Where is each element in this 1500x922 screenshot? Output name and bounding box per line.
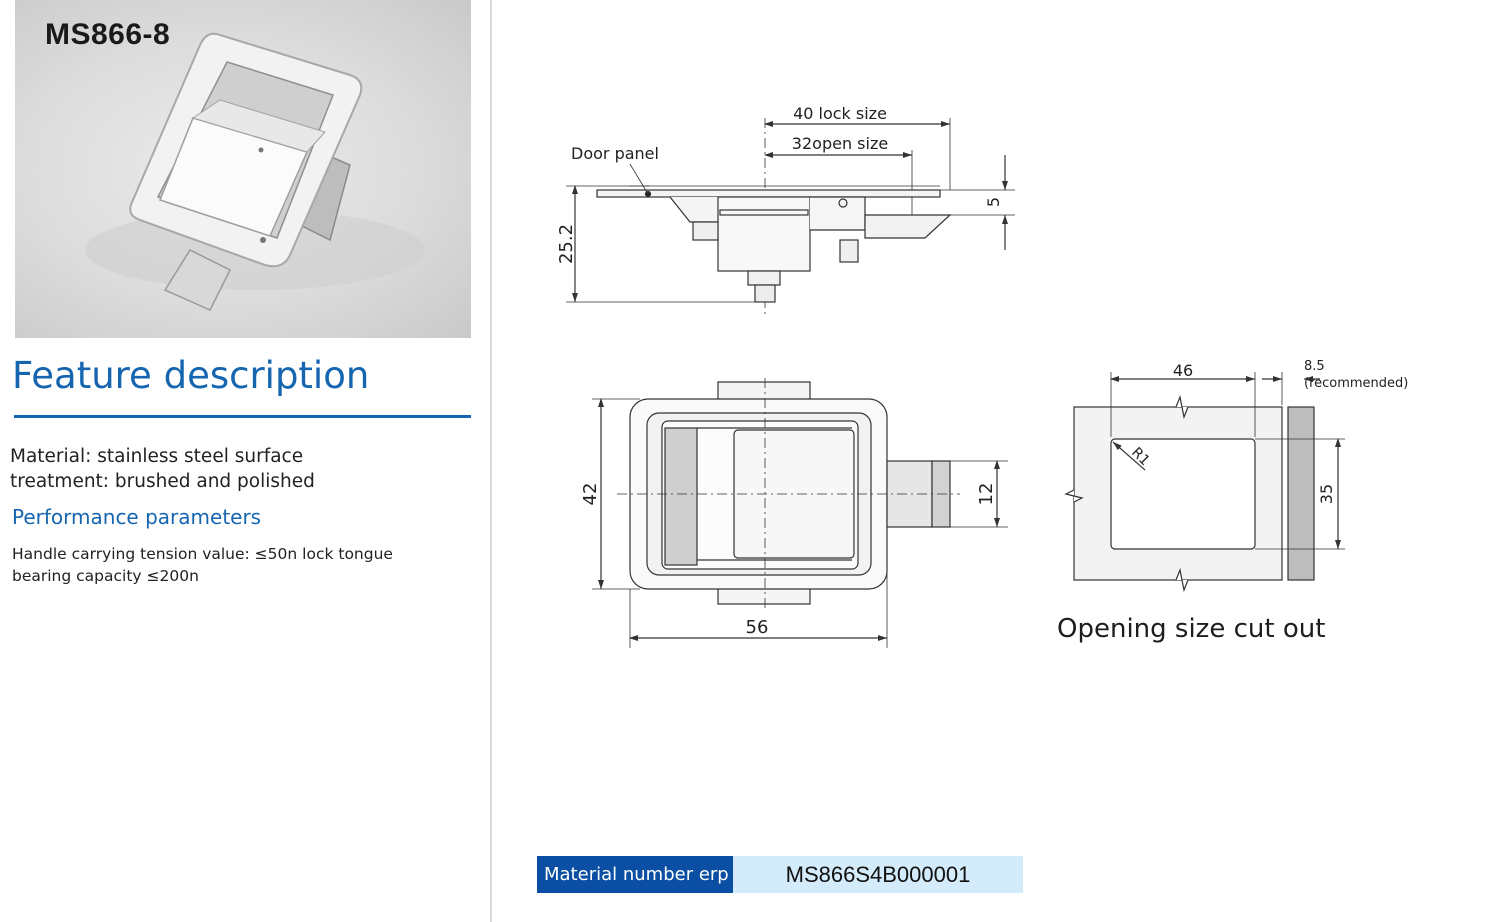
material-description: Material: stainless steel surface treatm… bbox=[10, 444, 470, 494]
tension-line: Handle carrying tension value: ≤50n lock… bbox=[12, 545, 393, 563]
offset-note: (recommended) bbox=[1304, 376, 1408, 391]
front-width-dimension: 56 bbox=[746, 617, 769, 638]
erp-material-number: Material number erp MS866S4B000001 bbox=[537, 856, 1023, 893]
left-panel: MS866-8 Feature description Material: st… bbox=[0, 0, 490, 922]
front-view bbox=[592, 378, 1008, 648]
material-line: Material: stainless steel surface bbox=[10, 446, 304, 467]
tongue-width-dimension: 12 bbox=[976, 483, 997, 506]
cutout-caption: Opening size cut out bbox=[1057, 614, 1326, 644]
side-view bbox=[566, 118, 1015, 318]
open-size-dimension: 32open size bbox=[792, 134, 888, 153]
panel-thickness-dimension: 5 bbox=[984, 197, 1003, 207]
front-height-dimension: 42 bbox=[580, 483, 601, 506]
cutout-height-dimension: 35 bbox=[1317, 484, 1336, 504]
latch-product-image bbox=[85, 32, 425, 311]
erp-value: MS866S4B000001 bbox=[733, 856, 1023, 893]
erp-label: Material number erp bbox=[537, 856, 733, 893]
performance-description: Handle carrying tension value: ≤50n lock… bbox=[12, 543, 432, 587]
feature-description-heading: Feature description bbox=[12, 354, 370, 397]
offset-dimension: 8.5 bbox=[1304, 359, 1325, 374]
side-height-dimension: 25.2 bbox=[556, 224, 577, 264]
product-photo: MS866-8 bbox=[15, 0, 471, 338]
lock-size-dimension: 40 lock size bbox=[793, 104, 887, 123]
performance-parameters-heading: Performance parameters bbox=[12, 505, 262, 529]
vertical-divider bbox=[490, 0, 492, 922]
cutout-view bbox=[1064, 372, 1345, 593]
product-model: MS866-8 bbox=[45, 18, 171, 51]
treatment-line: treatment: brushed and polished bbox=[10, 471, 315, 492]
technical-drawing: 40 lock size 32open size Door panel 25.2… bbox=[556, 104, 1408, 648]
capacity-line: bearing capacity ≤200n bbox=[12, 567, 199, 585]
cutout-width-dimension: 46 bbox=[1173, 361, 1193, 380]
door-panel-label: Door panel bbox=[571, 144, 659, 163]
heading-underline bbox=[14, 415, 471, 418]
